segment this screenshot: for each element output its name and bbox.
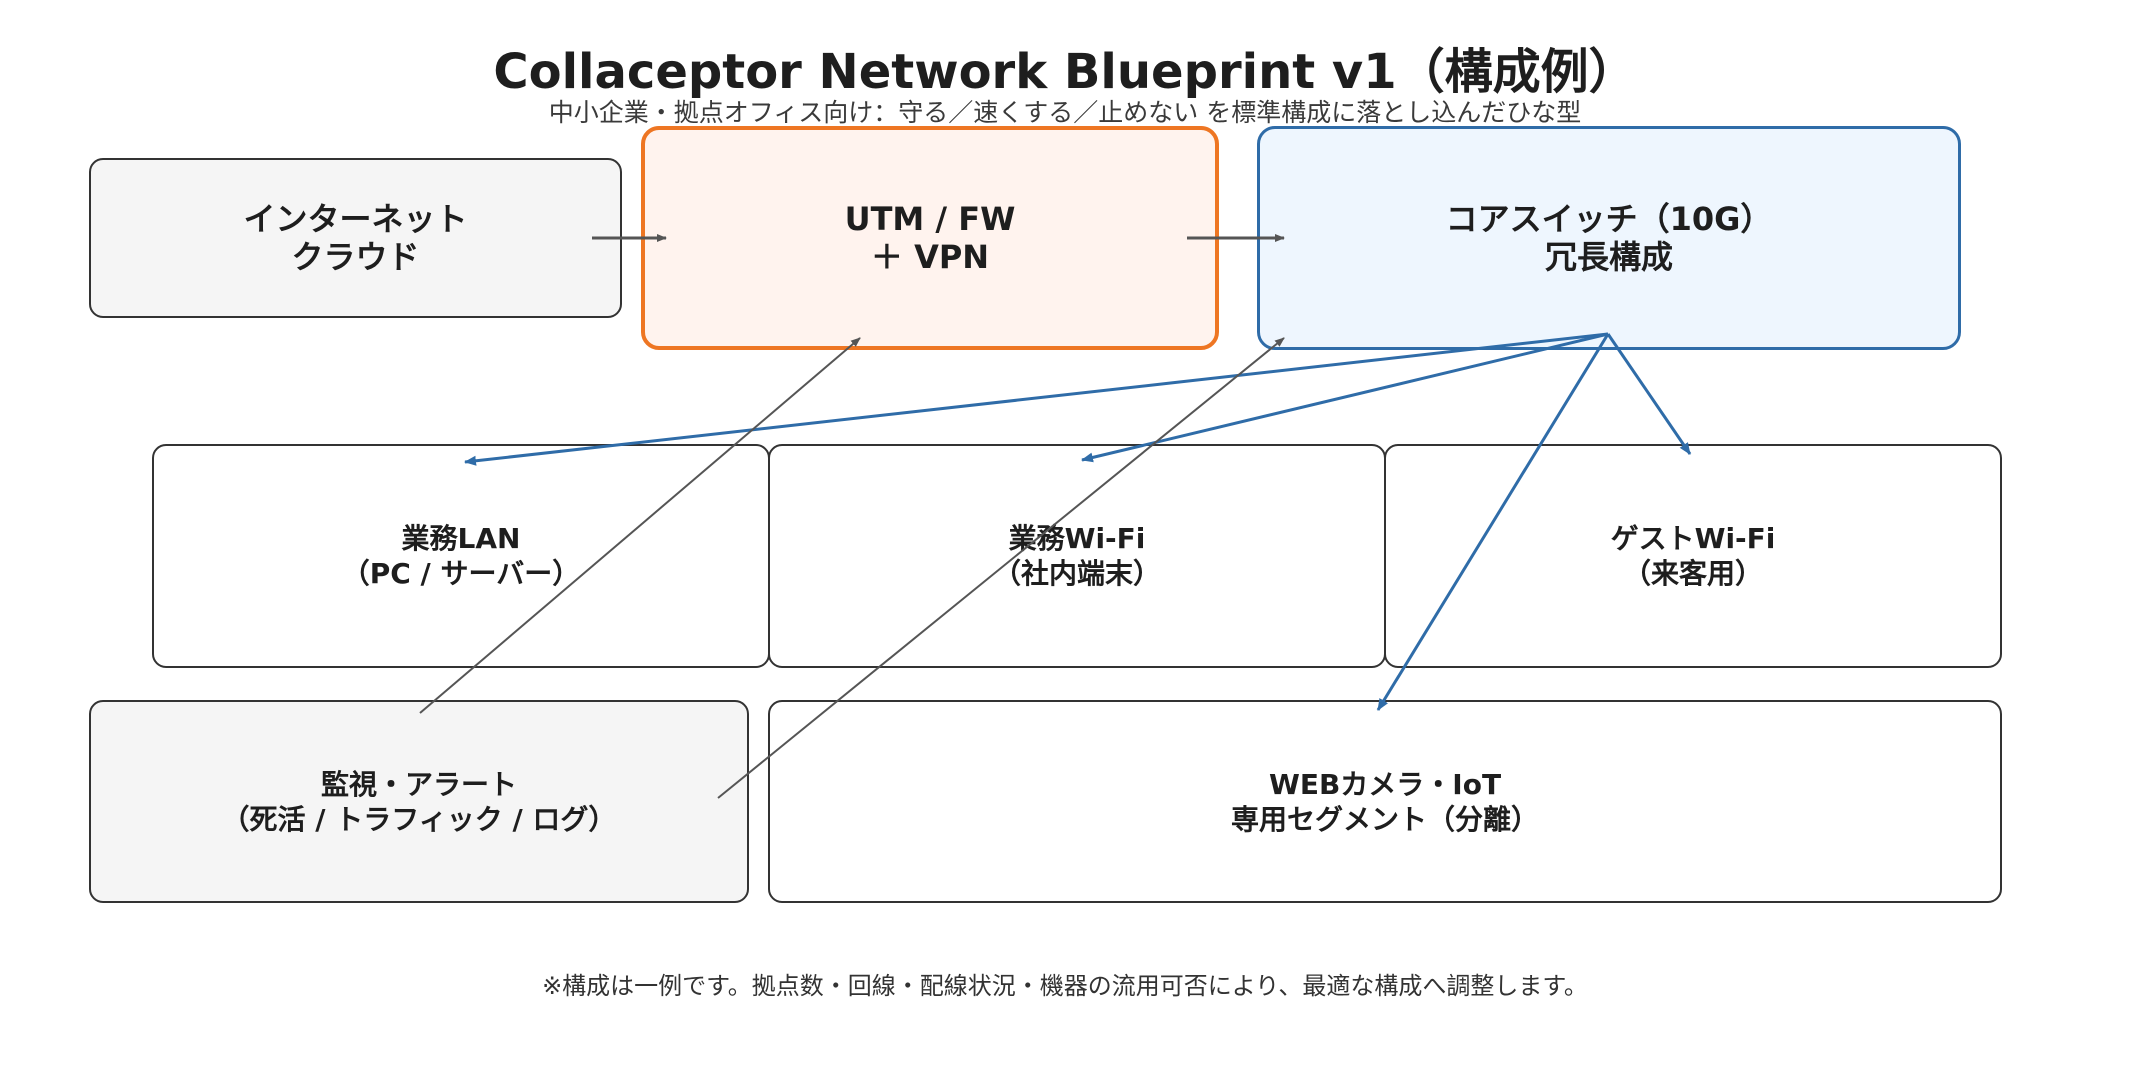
node-guest-wifi: ゲストWi-Fi （来客用）	[1384, 444, 2002, 668]
arrow-core-to-guest-wifi	[1606, 333, 1692, 455]
node-biz-lan-line1: 業務LAN	[401, 522, 521, 555]
node-core-switch: コアスイッチ（10G） 冗長構成	[1257, 126, 1961, 350]
node-guest-wifi-line2: （来客用）	[1622, 557, 1763, 590]
node-iot-line2: 専用セグメント（分離）	[1230, 802, 1539, 836]
node-internet-line2: クラウド	[291, 238, 420, 276]
node-iot-line1: WEBカメラ・IoT	[1268, 767, 1502, 801]
node-business-wifi: 業務Wi-Fi （社内端末）	[768, 444, 1386, 668]
node-core-line2: 冗長構成	[1544, 238, 1673, 276]
node-utm-line1: UTM / FW	[844, 200, 1016, 238]
node-iot-segment: WEBカメラ・IoT 専用セグメント（分離）	[768, 700, 2002, 903]
node-core-line1: コアスイッチ（10G）	[1445, 200, 1773, 238]
footnote: ※構成は一例です。拠点数・回線・配線状況・機器の流用可否により、最適な構成へ調整…	[542, 972, 1588, 1000]
arrow-core-to-business-lan	[464, 332, 1609, 466]
diagram-subtitle: 中小企業・拠点オフィス向け：守る／速くする／止めない を標準構成に落とし込んだひ…	[548, 98, 1582, 127]
arrow-core-to-business-wifi	[1081, 332, 1609, 463]
node-business-lan: 業務LAN （PC / サーバー）	[152, 444, 770, 668]
node-internet-line1: インターネット	[243, 200, 468, 238]
node-monitoring: 監視・アラート （死活 / トラフィック / ログ）	[89, 700, 749, 903]
node-internet: インターネット クラウド	[89, 158, 622, 318]
node-monitor-line2: （死活 / トラフィック / ログ）	[221, 802, 617, 836]
node-utm-fw: UTM / FW ＋ VPN	[641, 126, 1219, 350]
node-biz-wifi-line1: 業務Wi-Fi	[1008, 522, 1146, 555]
node-utm-line2: ＋ VPN	[870, 238, 990, 276]
node-guest-wifi-line1: ゲストWi-Fi	[1610, 522, 1776, 555]
diagram-title: Collaceptor Network Blueprint v1（構成例）	[493, 44, 1637, 100]
node-biz-lan-line2: （PC / サーバー）	[341, 557, 581, 590]
node-monitor-line1: 監視・アラート	[320, 767, 517, 801]
node-biz-wifi-line2: （社内端末）	[992, 557, 1161, 590]
